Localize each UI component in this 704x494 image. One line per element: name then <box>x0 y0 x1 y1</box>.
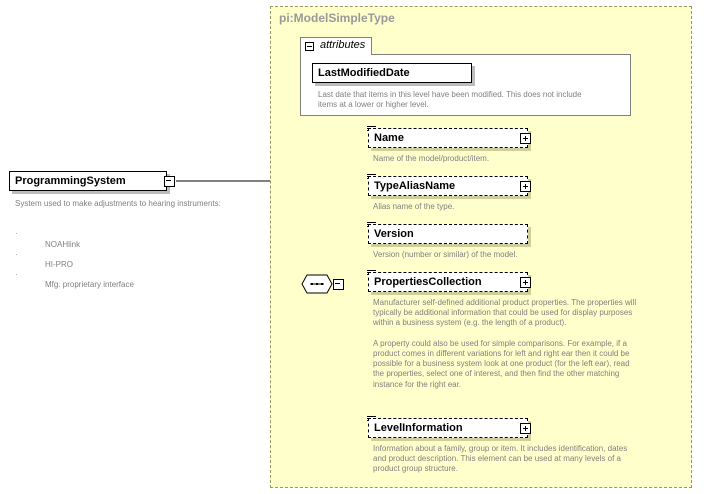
element-properties-collection[interactable]: PropertiesCollection <box>368 272 528 292</box>
element-level-information[interactable]: LevelInformation <box>368 418 528 438</box>
element-description: Version (number or similar) of the model… <box>373 250 518 259</box>
element-label: PropertiesCollection <box>374 276 482 288</box>
element-label: Name <box>374 132 404 144</box>
attribute-description: Last date that items in this level have … <box>318 90 582 110</box>
element-description: Name of the model/product/item. <box>373 154 490 163</box>
attribute-last-modified-date[interactable]: LastModifiedDate <box>312 63 472 83</box>
sequence-compositor-icon[interactable] <box>301 274 333 294</box>
expand-icon[interactable] <box>520 423 531 434</box>
root-element-programming-system[interactable]: ProgrammingSystem <box>9 171 167 191</box>
element-version[interactable]: Version <box>368 224 528 244</box>
element-description: Alias name of the type. <box>373 202 455 211</box>
element-label: LevelInformation <box>374 422 463 434</box>
sequence-collapse-icon[interactable] <box>333 279 344 290</box>
complex-type-title: pi:ModelSimpleType <box>279 11 395 25</box>
root-element-name: ProgrammingSystem <box>15 175 126 187</box>
attributes-tab[interactable] <box>300 37 372 55</box>
root-collapse-icon[interactable] <box>164 176 175 187</box>
attribute-name: LastModifiedDate <box>318 67 410 79</box>
expand-icon[interactable] <box>520 133 531 144</box>
element-name[interactable]: Name <box>368 128 528 148</box>
attributes-label: attributes <box>320 39 366 51</box>
expand-icon[interactable] <box>520 181 531 192</box>
attributes-collapse-icon[interactable] <box>305 42 314 51</box>
root-description: System used to make adjustments to heari… <box>15 199 221 208</box>
element-type-alias-name[interactable]: TypeAliasName <box>368 176 528 196</box>
expand-icon[interactable] <box>520 277 531 288</box>
element-description: Information about a family, group or ite… <box>373 444 628 474</box>
element-label: TypeAliasName <box>374 180 456 192</box>
element-label: Version <box>374 228 414 240</box>
element-description: Manufacturer self-defined additional pro… <box>373 298 637 389</box>
